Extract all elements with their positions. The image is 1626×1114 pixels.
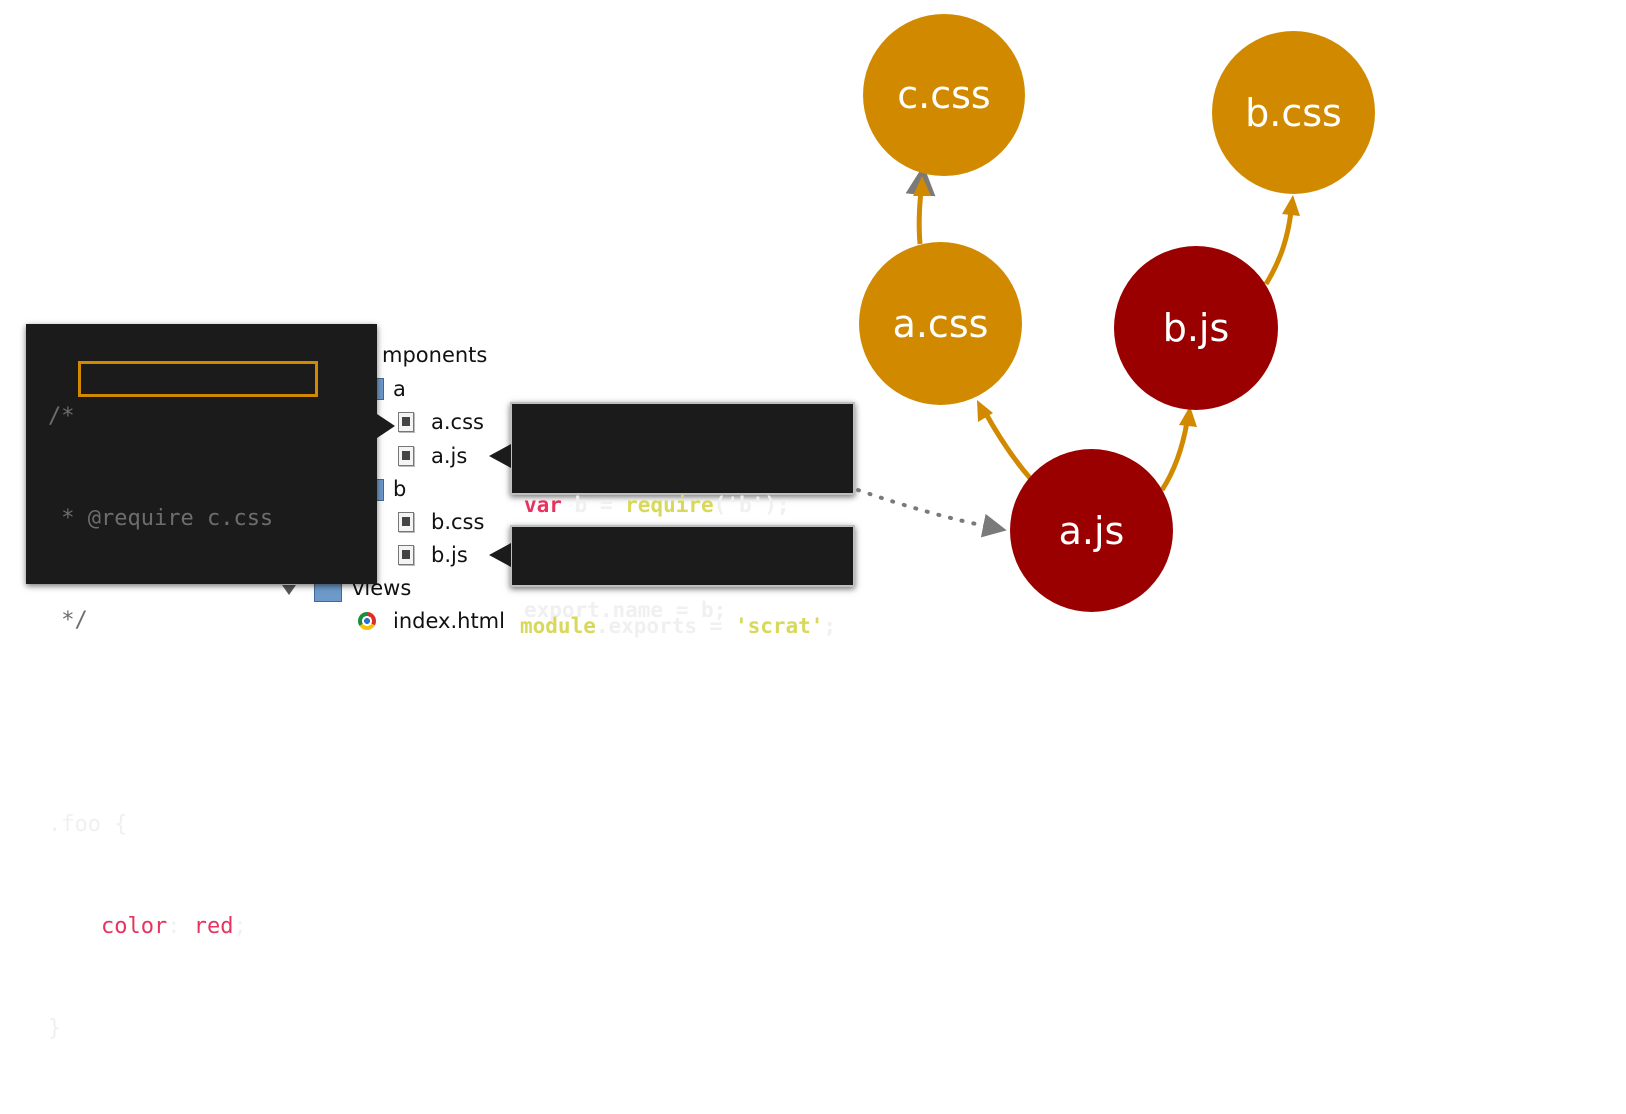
file-icon (398, 412, 414, 432)
code-line: /* (48, 404, 75, 429)
arrow-head (1179, 406, 1197, 427)
tree-folder-components[interactable]: mponents (382, 343, 488, 367)
tree-file-index-html[interactable]: index.html (393, 609, 505, 633)
code-line: export.name = b; (524, 598, 727, 622)
node-b-js[interactable]: b.js (1114, 246, 1278, 410)
require-directive: @require c.css (87, 506, 274, 531)
arrow-head (913, 176, 931, 196)
tree-file-a-js[interactable]: a.js (431, 444, 468, 468)
dependency-arrow (1159, 421, 1190, 492)
callout-pointer (489, 444, 511, 468)
node-a-css[interactable]: a.css (859, 242, 1022, 405)
callout-pointer (489, 543, 511, 567)
tree-file-b-js[interactable]: b.js (431, 543, 468, 567)
code-line: color: red; (100, 914, 247, 939)
tree-folder-b[interactable]: b (393, 477, 407, 501)
arrow-head (977, 400, 993, 422)
code-line: module.exports = 'scrat'; (520, 614, 837, 638)
node-a-js[interactable]: a.js (1010, 449, 1173, 612)
tree-file-a-css[interactable]: a.css (431, 410, 484, 434)
dependency-arrow (1263, 211, 1294, 286)
code-line: */ (48, 608, 88, 633)
file-icon (398, 446, 414, 466)
callout-pointer (377, 414, 395, 438)
file-icon (398, 512, 414, 532)
require-highlight-box (78, 361, 318, 397)
ajs-code-panel: var b = require('b'); export.name = b; (510, 402, 855, 622)
arrow-head (1282, 195, 1300, 216)
html-file-icon (358, 612, 376, 630)
bjs-code-panel: module.exports = 'scrat'; (510, 525, 855, 638)
node-c-css[interactable]: c.css (863, 14, 1025, 176)
link-arrow (856, 488, 1007, 538)
file-icon (398, 545, 414, 565)
code-line: var b = require('b'); (524, 493, 790, 517)
dependency-arrow (982, 410, 1032, 480)
tree-file-b-css[interactable]: b.css (431, 510, 485, 534)
expand-triangle-icon[interactable] (282, 585, 296, 595)
tree-folder-a[interactable]: a (393, 377, 406, 401)
dependency-arrows (856, 165, 1300, 538)
code-line: .foo { (48, 812, 128, 837)
node-b-css[interactable]: b.css (1212, 31, 1375, 194)
code-line: } (48, 1016, 62, 1041)
code-line: * @require c.css (48, 506, 274, 531)
